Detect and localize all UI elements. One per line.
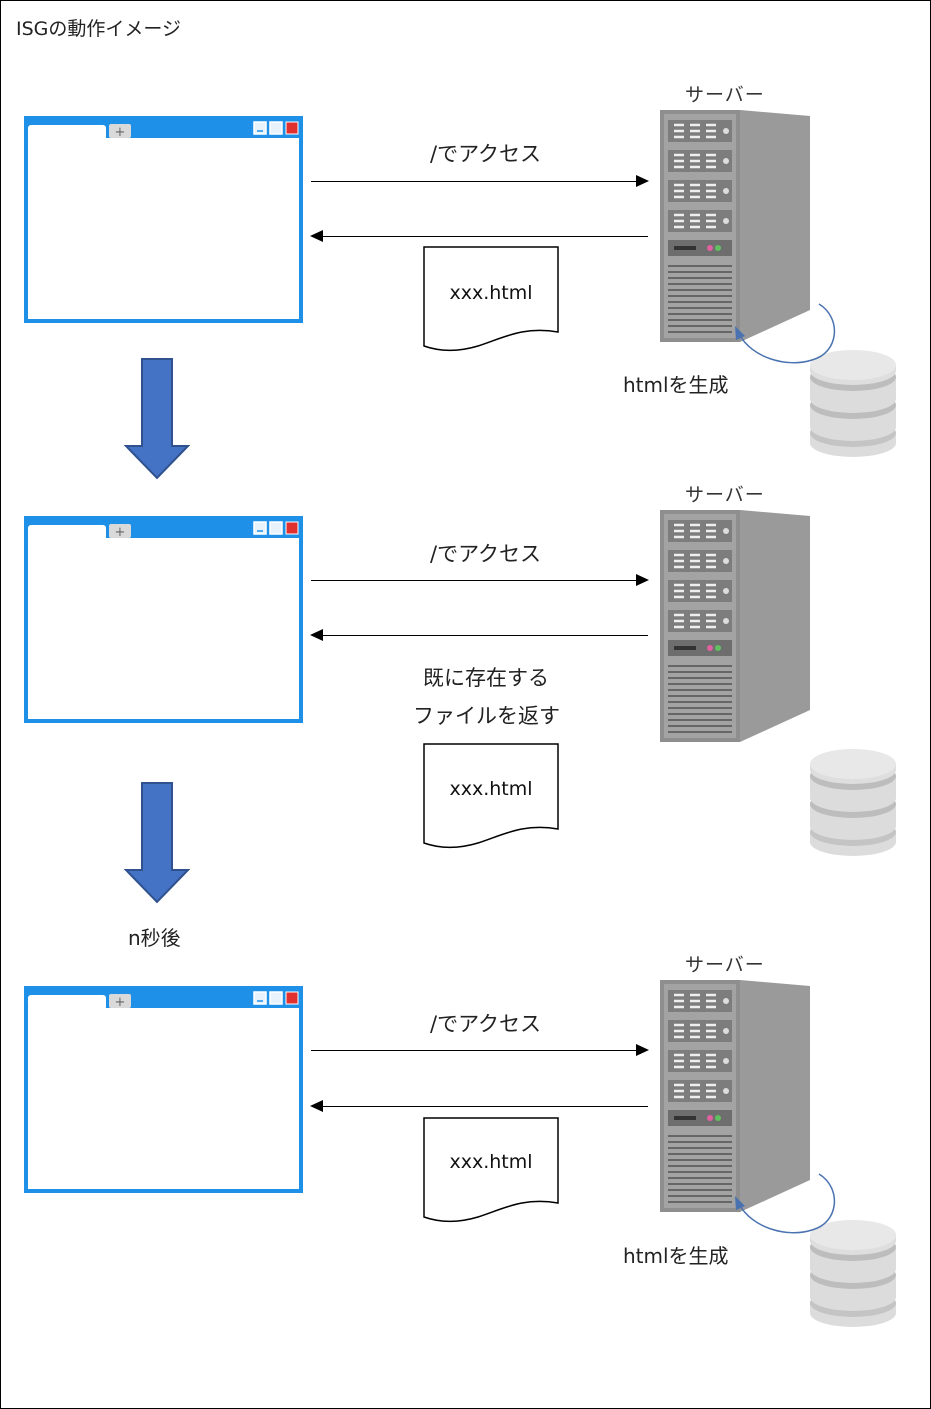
down-arrow-icon [125, 358, 189, 479]
response-arrow-2 [322, 635, 648, 636]
generate-label-1: htmlを生成 [623, 373, 729, 397]
generate-label-3: htmlを生成 [623, 1244, 729, 1268]
database-icon [810, 749, 896, 856]
request-arrowhead-1 [636, 175, 649, 187]
response-arrow-3 [322, 1106, 648, 1107]
generate-loop-arrow-icon [734, 303, 836, 364]
response-arrowhead-2 [310, 629, 323, 641]
request-label-1: /でアクセス [430, 142, 542, 166]
request-label-2: /でアクセス [430, 542, 542, 566]
request-arrowhead-2 [636, 574, 649, 586]
existing-note-line1: 既に存在する [423, 666, 549, 690]
server-label-2: サーバー [685, 484, 765, 506]
delay-label: n秒後 [128, 926, 181, 950]
response-arrowhead-1 [310, 230, 323, 242]
file-name-3: xxx.html [449, 1151, 533, 1173]
response-arrow-1 [322, 236, 648, 237]
server-label-1: サーバー [685, 84, 765, 106]
request-arrowhead-3 [636, 1044, 649, 1056]
response-arrowhead-3 [310, 1100, 323, 1112]
generate-loop-arrow-icon [734, 1173, 836, 1234]
diagram-title: ISGの動作イメージ [16, 18, 182, 40]
server-icon [660, 510, 810, 742]
existing-note-line2: ファイルを返す [413, 704, 560, 728]
browser-window-icon [24, 116, 303, 323]
request-arrow-1 [311, 181, 637, 182]
down-arrow-icon [125, 782, 189, 903]
request-arrow-2 [311, 580, 637, 581]
file-name-2: xxx.html [449, 778, 533, 800]
server-label-3: サーバー [685, 954, 765, 976]
request-label-3: /でアクセス [430, 1012, 542, 1036]
browser-window-icon [24, 516, 303, 723]
request-arrow-3 [311, 1050, 637, 1051]
browser-window-icon [24, 986, 303, 1193]
file-name-1: xxx.html [449, 282, 533, 304]
